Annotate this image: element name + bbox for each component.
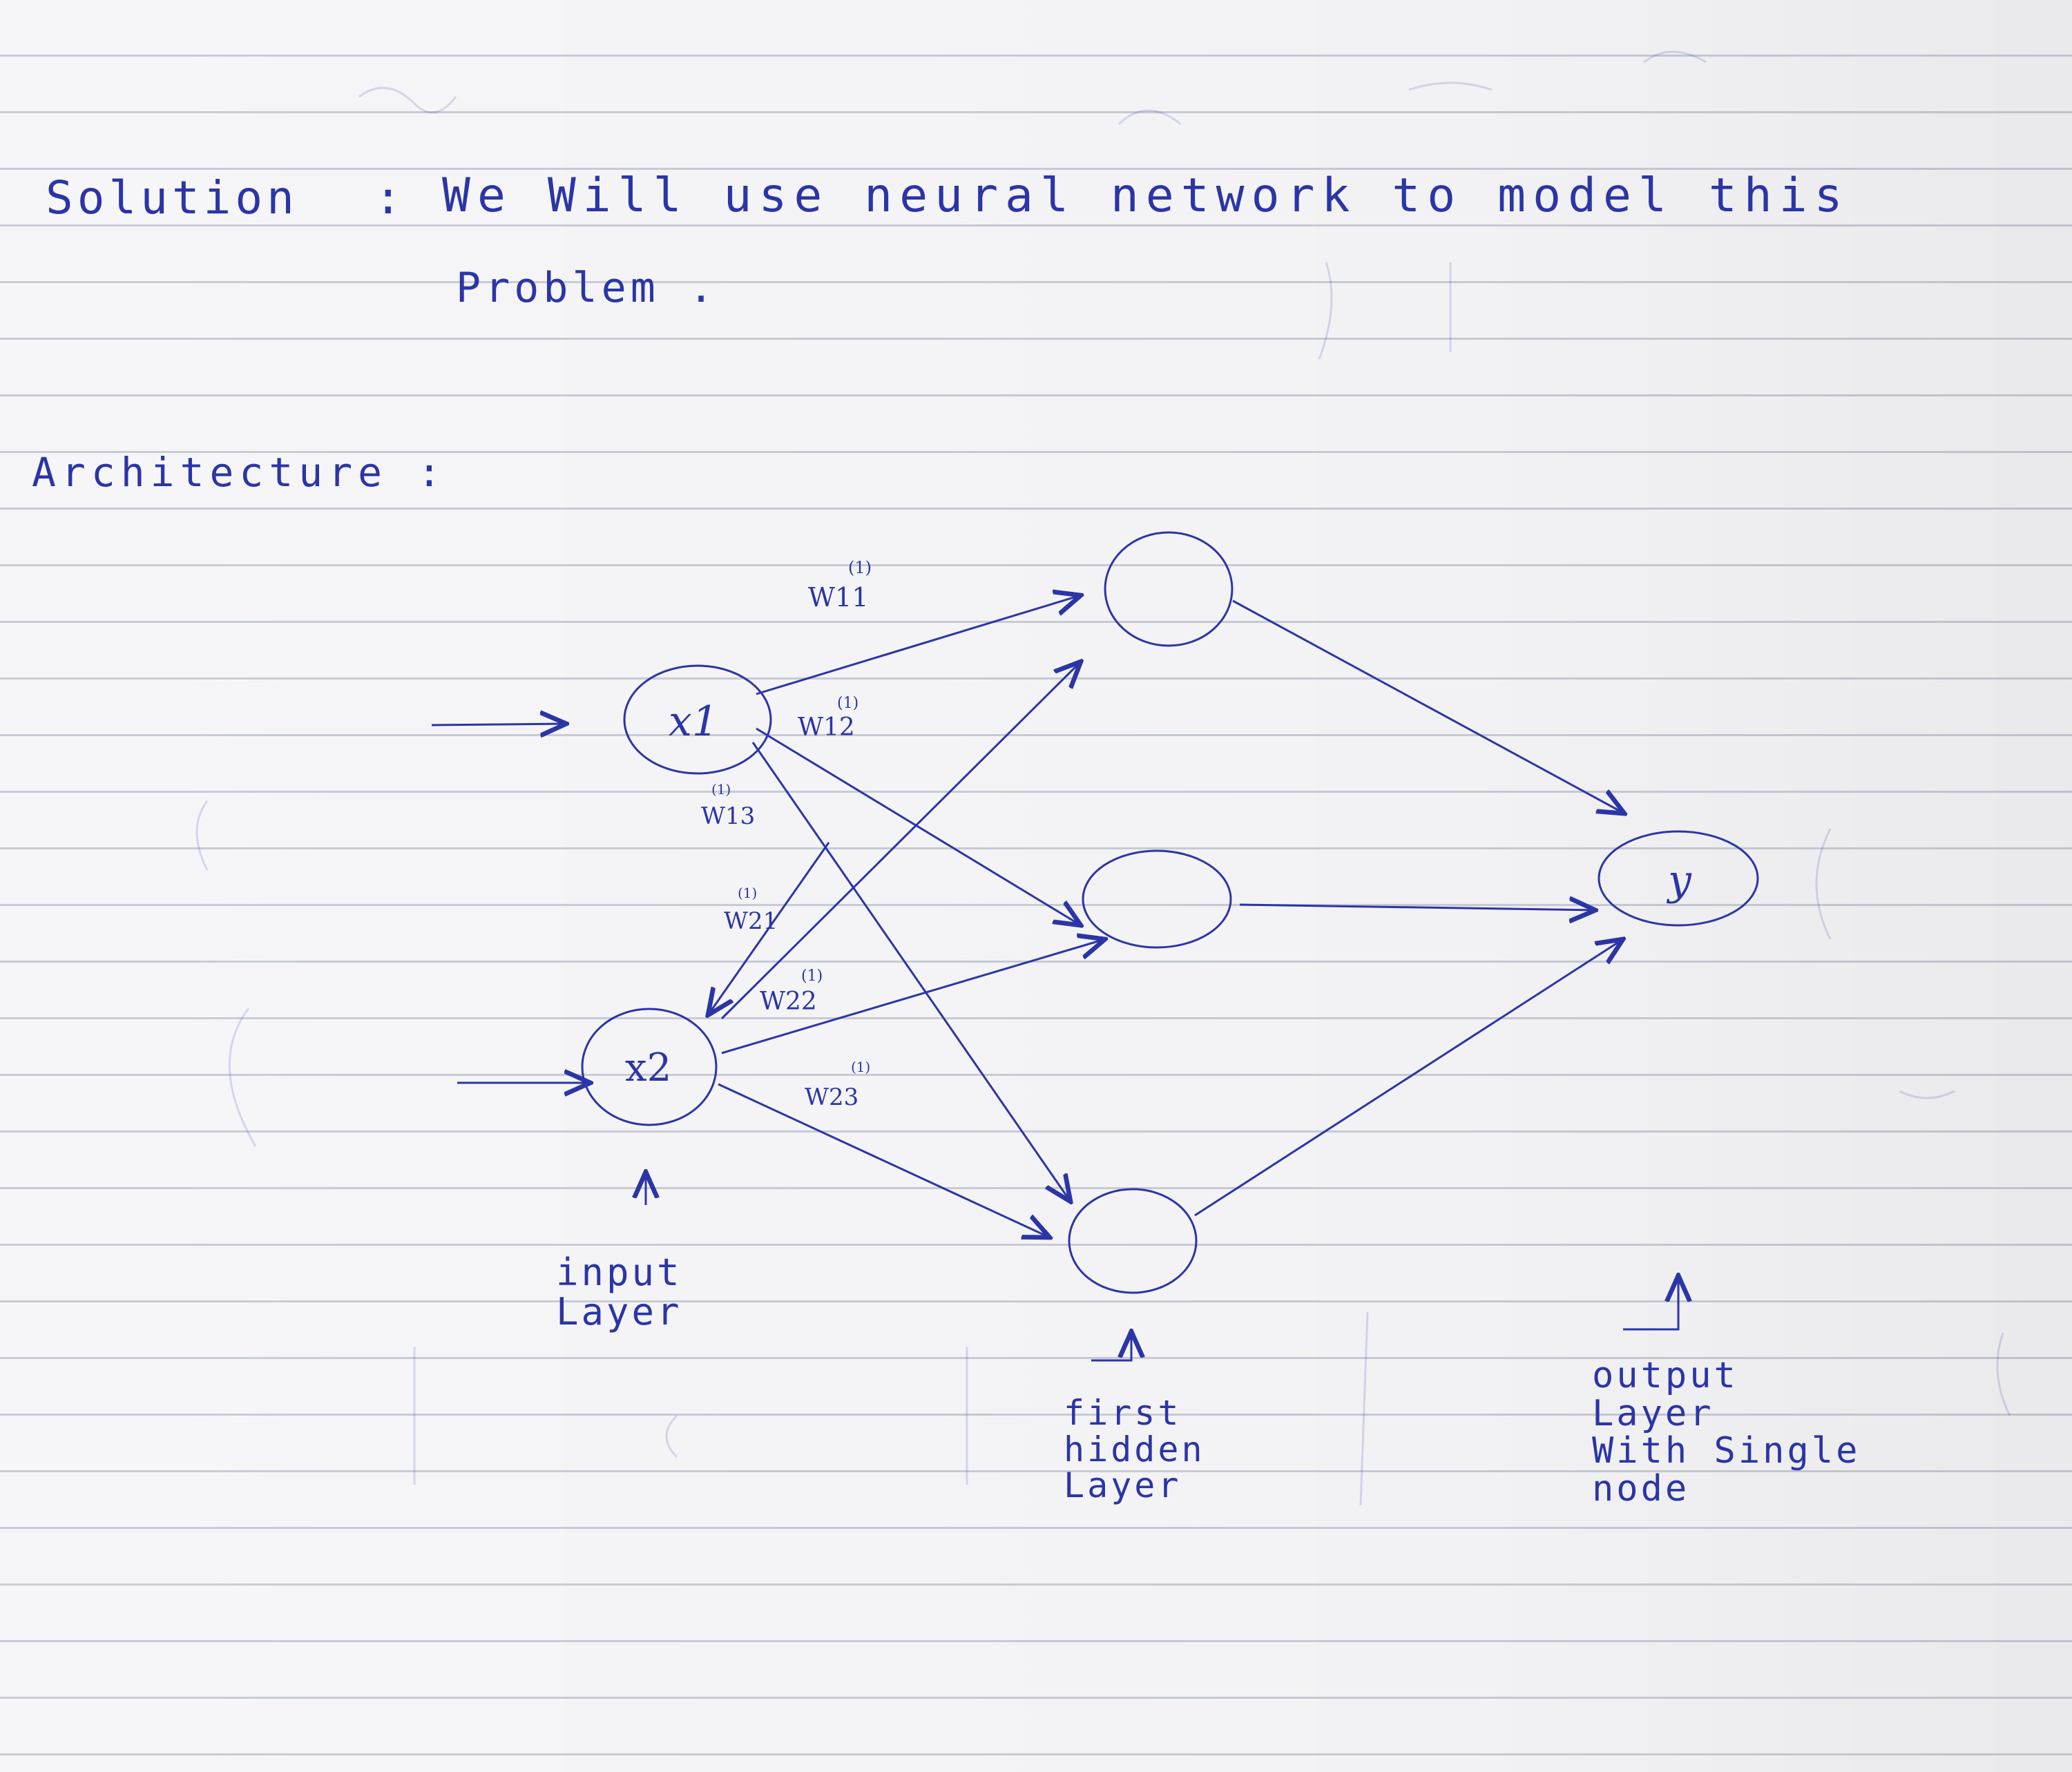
weight-w11-sup: (1) [848, 558, 872, 577]
weight-w21-sup: (1) [738, 885, 757, 901]
hidden-layer-label: first hidden Layer [1064, 1395, 1205, 1504]
solution-label: Solution [46, 171, 298, 224]
input-arrow-x1 [431, 724, 566, 725]
weight-w23: W23 [805, 1084, 858, 1111]
input-node-x2 [581, 1008, 718, 1126]
weight-w13-sup: (1) [711, 781, 731, 798]
output-layer-pointer [1623, 1275, 1678, 1331]
input-layer-label-line1: input [556, 1251, 682, 1294]
hidden-node-1 [1104, 531, 1234, 647]
input-layer-label-line2: Layer [556, 1289, 682, 1333]
input-node-x1 [623, 664, 772, 775]
edge-x1-h1 [756, 595, 1081, 695]
hidden-layer-label-line2: hidden [1064, 1429, 1205, 1470]
weight-w22: W22 [760, 988, 817, 1016]
edge-x1-h2 [756, 727, 1081, 925]
edge-back-to-x2 [708, 842, 830, 1015]
solution-colon: : [374, 171, 406, 224]
edge-x2-h1 [720, 662, 1081, 1020]
edge-h3-y [1194, 939, 1623, 1217]
edge-h1-y [1232, 599, 1624, 813]
edge-h2-y [1239, 905, 1595, 910]
weight-w12-sup: (1) [837, 695, 858, 712]
edge-x2-h2 [721, 939, 1105, 1054]
weight-w12: W12 [798, 713, 855, 742]
weight-w22-sup: (1) [801, 967, 823, 985]
solution-text: We Will use neural network to model this [442, 168, 1850, 223]
hidden-node-2 [1082, 849, 1232, 949]
output-node-y [1598, 830, 1759, 927]
edge-x2-h3 [718, 1083, 1050, 1237]
input-layer-label: input Layer [556, 1253, 682, 1331]
node-label-y: y [1666, 856, 1692, 905]
solution-text-continued: Problem . [456, 264, 718, 312]
weight-w21: W21 [724, 907, 778, 935]
edge-x1-h3 [751, 742, 1071, 1202]
output-layer-label-line2: Layer [1592, 1392, 1714, 1434]
weight-w23-sup: (1) [851, 1059, 870, 1075]
weight-w11: W11 [808, 582, 868, 613]
hidden-layer-pointer [1091, 1331, 1131, 1362]
node-label-x1: x1 [669, 697, 718, 746]
node-label-x2: x2 [625, 1046, 671, 1090]
output-layer-label-line1: output [1592, 1355, 1738, 1396]
output-layer-label-line4: node [1592, 1467, 1690, 1510]
architecture-heading: Architecture : [32, 449, 447, 496]
hidden-layer-label-line3: Layer [1064, 1465, 1182, 1505]
hidden-layer-label-line1: first [1064, 1393, 1182, 1433]
output-layer-label-line3: With Single [1592, 1430, 1861, 1472]
output-layer-label: output Layer With Single node [1592, 1357, 1860, 1508]
weight-w13: W13 [701, 802, 755, 830]
hidden-node-3 [1068, 1188, 1198, 1294]
